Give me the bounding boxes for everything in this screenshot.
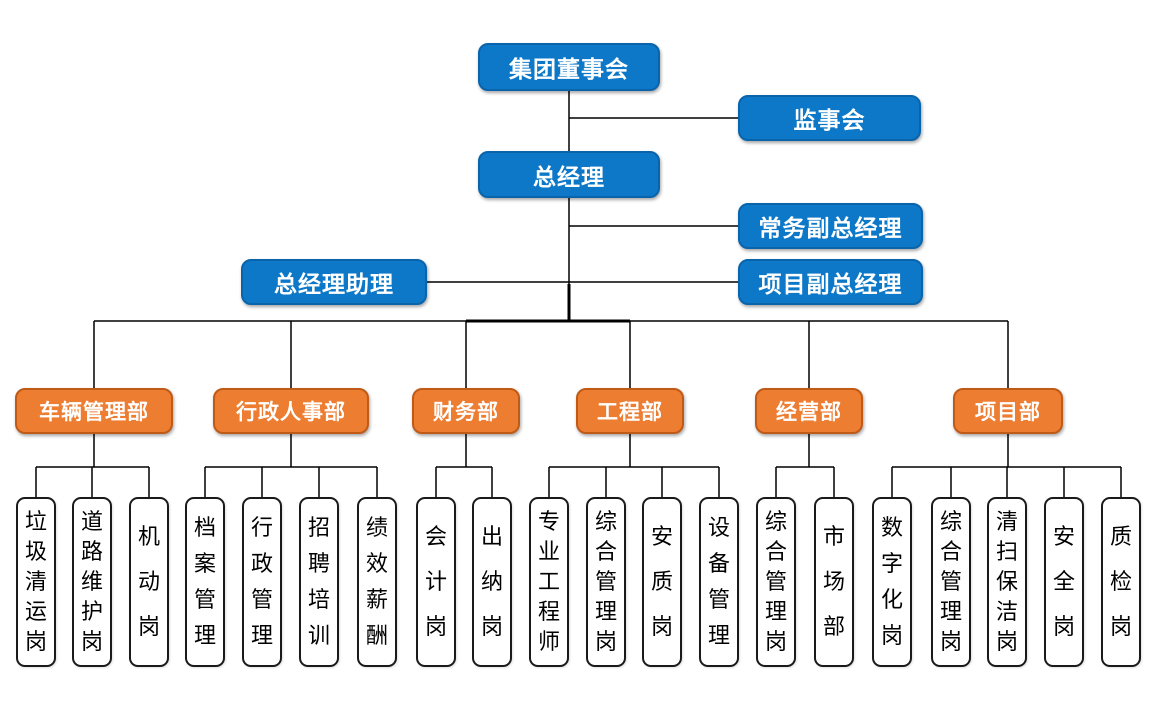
node-executive-deputy-general-manager: 常务副总经理 bbox=[738, 203, 923, 249]
pos-label: 档案管理 bbox=[193, 515, 216, 648]
pos-archives-management: 档案管理 bbox=[185, 497, 225, 667]
pos-label: 安全岗 bbox=[1052, 524, 1075, 639]
pos-label: 综合管理岗 bbox=[939, 509, 962, 654]
pos-equipment-management: 设备管理 bbox=[699, 497, 739, 667]
pos-label: 清扫保洁岗 bbox=[995, 509, 1018, 654]
pos-admin-management: 行政管理 bbox=[242, 497, 282, 667]
pos-label: 安质岗 bbox=[650, 524, 673, 639]
pos-label: 会计岗 bbox=[424, 524, 447, 639]
node-project-deputy-general-manager: 项目副总经理 bbox=[738, 259, 923, 305]
dept-finance: 财务部 bbox=[412, 388, 520, 434]
pos-market: 市场部 bbox=[814, 497, 854, 667]
pos-label: 综合管理岗 bbox=[594, 509, 617, 654]
pos-road-maintenance: 道路维护岗 bbox=[72, 497, 112, 667]
pos-quality-inspection: 质检岗 bbox=[1101, 497, 1141, 667]
dept-business-operations: 经营部 bbox=[755, 388, 863, 434]
pos-label: 机动岗 bbox=[137, 524, 160, 639]
pos-accounting: 会计岗 bbox=[416, 497, 456, 667]
pos-label: 垃圾清运岗 bbox=[24, 509, 47, 654]
node-general-manager: 总经理 bbox=[478, 151, 660, 198]
dept-vehicle-management: 车辆管理部 bbox=[15, 388, 173, 434]
pos-label: 质检岗 bbox=[1109, 524, 1132, 639]
pos-label: 绩效薪酬 bbox=[365, 515, 388, 648]
pos-label: 行政管理 bbox=[250, 515, 273, 648]
dept-admin-hr: 行政人事部 bbox=[213, 388, 369, 434]
node-group-board: 集团董事会 bbox=[478, 43, 660, 91]
pos-recruitment-training: 招聘培训 bbox=[299, 497, 339, 667]
pos-digitalization: 数字化岗 bbox=[872, 497, 912, 667]
pos-safety-quality: 安质岗 bbox=[642, 497, 682, 667]
pos-label: 市场部 bbox=[822, 524, 845, 639]
pos-label: 专业工程师 bbox=[537, 509, 560, 654]
pos-label: 综合管理岗 bbox=[764, 509, 787, 654]
pos-general-management-business: 综合管理岗 bbox=[756, 497, 796, 667]
dept-engineering: 工程部 bbox=[576, 388, 684, 434]
pos-garbage-collection: 垃圾清运岗 bbox=[16, 497, 56, 667]
node-supervisory-board: 监事会 bbox=[738, 95, 921, 141]
node-general-manager-assistant: 总经理助理 bbox=[241, 259, 427, 305]
pos-general-management-project: 综合管理岗 bbox=[931, 497, 971, 667]
pos-label: 招聘培训 bbox=[307, 515, 330, 648]
pos-label: 设备管理 bbox=[707, 515, 730, 648]
pos-label: 道路维护岗 bbox=[80, 509, 103, 654]
pos-mobile-duty: 机动岗 bbox=[129, 497, 169, 667]
pos-cashier: 出纳岗 bbox=[472, 497, 512, 667]
pos-performance-compensation: 绩效薪酬 bbox=[357, 497, 397, 667]
pos-safety: 安全岗 bbox=[1044, 497, 1084, 667]
pos-cleaning: 清扫保洁岗 bbox=[987, 497, 1027, 667]
pos-label: 出纳岗 bbox=[480, 524, 503, 639]
pos-general-management-engineering: 综合管理岗 bbox=[586, 497, 626, 667]
pos-professional-engineer: 专业工程师 bbox=[529, 497, 569, 667]
pos-label: 数字化岗 bbox=[880, 515, 903, 648]
dept-project: 项目部 bbox=[953, 388, 1063, 434]
